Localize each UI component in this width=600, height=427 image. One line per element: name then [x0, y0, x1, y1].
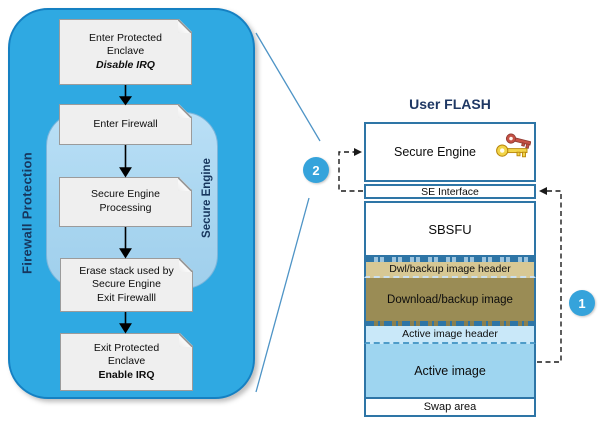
flow-step-line: Secure Engine [91, 188, 160, 201]
flow-step-line: Enter Firewall [93, 117, 158, 130]
flash-row-active-image: Active image [364, 344, 536, 397]
flash-row-label: SBSFU [428, 221, 472, 237]
flash-row-label: Active image header [402, 328, 498, 340]
flash-row-label: Dwl/backup image header [389, 263, 511, 275]
flow-step-emphasis: Disable IRQ [96, 58, 155, 71]
flow-step-line: Exit Protected [93, 341, 160, 354]
dashed-region-border-bottom [364, 321, 536, 326]
callout-wedge-line-bottom [255, 197, 310, 393]
flow-step-secure-engine-processing: Secure Engine Processing [59, 177, 192, 227]
flash-row-download-backup-image: Download/backup image [364, 278, 536, 321]
flash-row-se-interface: SE Interface [364, 184, 536, 199]
flash-row-sbsfu: SBSFU [364, 201, 536, 257]
keys-icon [496, 133, 531, 158]
dashed-region-border-top [364, 257, 536, 262]
dashed-connector-se-interface [537, 190, 562, 363]
flash-row-label: Swap area [423, 401, 477, 413]
callout-step-2: 2 [303, 157, 329, 183]
user-flash-title: User FLASH [409, 96, 491, 112]
flow-step-line: Processing [99, 202, 152, 214]
flow-step-line: Erase stack used by [79, 264, 174, 277]
dashed-connector-secure-engine [338, 151, 363, 192]
dashed-connector-arrowhead-right [354, 148, 362, 156]
flow-step-line: Enclave [107, 355, 146, 368]
callout-step-1: 1 [569, 290, 595, 316]
flash-row-label: Active image [414, 363, 486, 378]
flow-step-exit-protected-enclave: Exit Protected Enclave Enable IRQ [60, 333, 193, 391]
flow-step-line: Enclave [106, 45, 145, 58]
firewall-protection-label: Firewall Protection [19, 151, 35, 275]
flash-row-dwl-backup-image-header: Dwl/backup image header [364, 262, 536, 278]
flow-step-enter-firewall: Enter Firewall [59, 104, 192, 145]
flow-step-emphasis: Enable IRQ [98, 368, 155, 381]
dashed-connector-arrowhead-left [539, 187, 547, 195]
secure-engine-region-label: Secure Engine [201, 158, 213, 238]
flow-step-line: Secure Engine [92, 278, 161, 291]
flow-step-line: Enter Protected [89, 31, 162, 44]
flash-row-label: SE Interface [421, 185, 479, 198]
flash-row-label: Secure Engine [393, 145, 476, 159]
flow-step-erase-stack-exit-firewall: Erase stack used by Secure Engine Exit F… [60, 258, 193, 312]
flow-step-enter-protected-enclave: Enter Protected Enclave Disable IRQ [59, 19, 192, 85]
callout-wedge-line-top [255, 32, 321, 142]
flow-step-line: Exit Firewalll [97, 291, 156, 304]
flash-row-label: Download/backup image [387, 293, 513, 306]
flash-row-swap-area: Swap area [364, 397, 536, 417]
flash-row-active-image-header: Active image header [364, 326, 536, 344]
flash-row-secure-engine: Secure Engine [364, 122, 536, 182]
